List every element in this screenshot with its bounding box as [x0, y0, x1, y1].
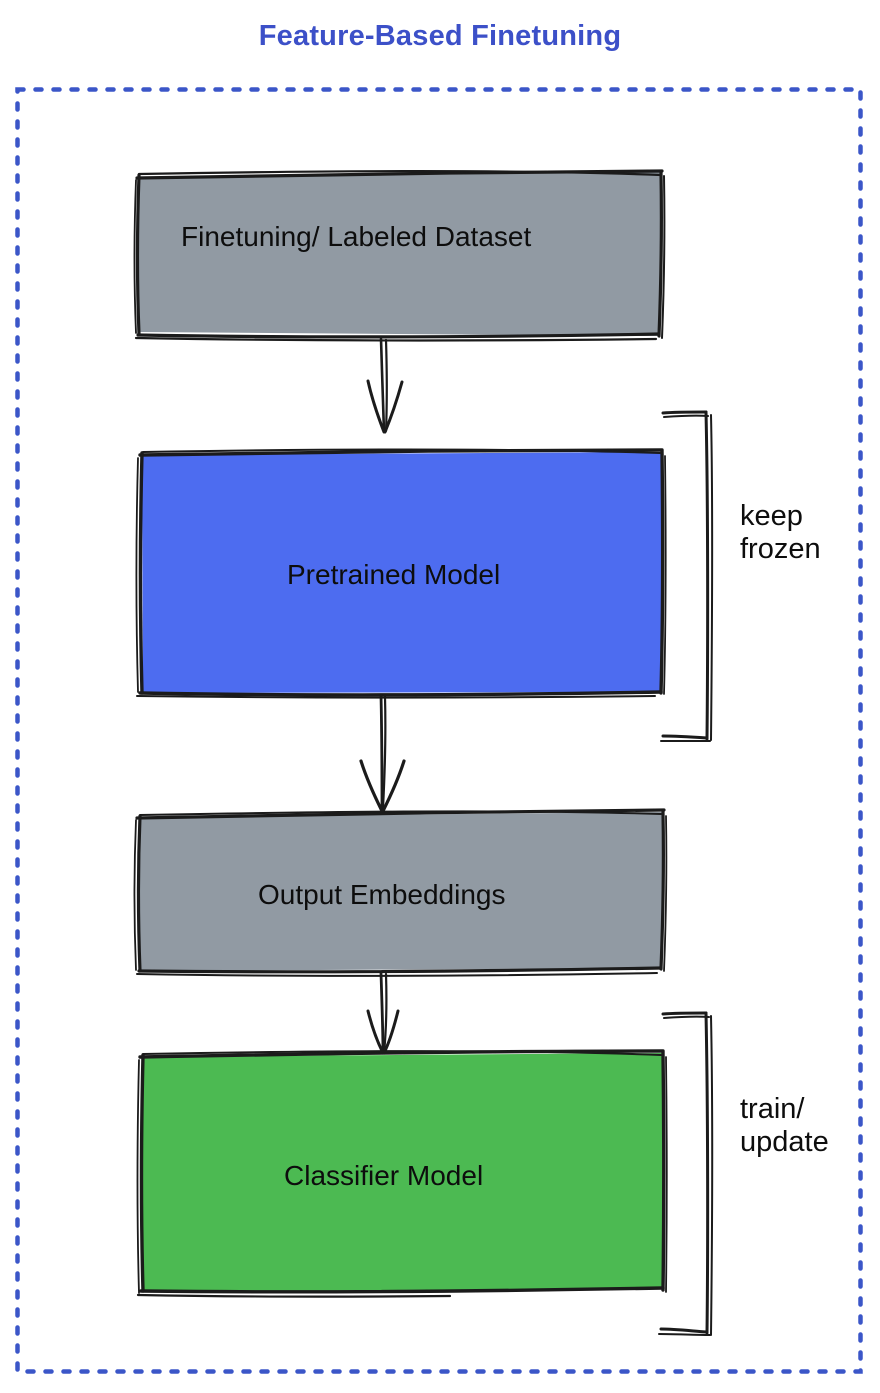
bracket-top-arm-2	[663, 414, 709, 418]
page-title: Feature-Based Finetuning	[258, 20, 622, 52]
node-outline-h	[133, 179, 137, 334]
node-outline-d	[661, 175, 666, 339]
bracket-top-arm	[661, 1011, 708, 1016]
dashed-frame	[15, 87, 863, 1374]
node-outline-h	[136, 1059, 140, 1294]
node-classifier-model[interactable]	[136, 1049, 668, 1298]
node-outline-a	[138, 448, 664, 457]
node-outline-f	[136, 695, 656, 699]
node-fill	[142, 452, 661, 693]
node-outline-d	[663, 815, 668, 972]
node-outline-h	[135, 457, 139, 693]
arrow-shaft	[379, 337, 386, 434]
node-outline-b	[139, 810, 662, 816]
node-outline-b	[142, 448, 661, 454]
annotation-keep-frozen-line1: keep	[740, 500, 803, 532]
annotation-keep-frozen-line2: frozen	[740, 533, 821, 566]
edge-dataset-to-pretrained	[366, 337, 404, 434]
node-outline-f	[134, 336, 658, 342]
annotation-keep-frozen: keep frozen	[740, 500, 821, 566]
annotation-train-update: train/ update	[740, 1093, 829, 1159]
node-outline-h	[133, 819, 137, 971]
node-outline-c	[659, 449, 665, 695]
node-outline-e	[136, 332, 661, 339]
node-label-finetuning-dataset: Finetuning/ Labeled Dataset	[181, 221, 532, 252]
arrow-head-left	[366, 379, 386, 434]
node-outline-f	[136, 972, 658, 977]
node-outline-e	[139, 1286, 665, 1294]
bracket-bottom-arm-2	[658, 1333, 711, 1336]
bracket-keep-frozen	[660, 410, 714, 742]
annotation-train-update-line2: update	[740, 1126, 829, 1159]
node-label-pretrained-model: Pretrained Model	[287, 559, 501, 590]
node-output-embeddings[interactable]	[133, 808, 668, 977]
arrow-shaft-2	[384, 338, 388, 433]
node-outline-c	[661, 1050, 666, 1292]
bracket-spine-2	[710, 414, 714, 741]
bracket-top-arm-2	[663, 1015, 710, 1019]
node-label-classifier-model: Classifier Model	[284, 1160, 484, 1191]
bracket-spine	[704, 1011, 710, 1335]
node-outline-c	[659, 810, 665, 971]
bracket-bottom-arm	[661, 734, 709, 740]
node-outline-e	[137, 966, 663, 974]
node-fill	[142, 1053, 663, 1292]
annotation-train-update-line1: train/	[740, 1093, 805, 1125]
node-outline-d	[665, 1056, 668, 1293]
node-outline-b	[137, 170, 663, 177]
node-outline-d	[663, 455, 667, 695]
node-outline-b	[142, 1050, 662, 1056]
arrow-head-right	[383, 380, 404, 434]
node-outline-f	[136, 1293, 452, 1298]
node-outline-a	[138, 1049, 665, 1059]
node-outline-g	[138, 451, 144, 695]
node-fill	[140, 812, 663, 971]
bracket-top-arm	[661, 410, 708, 415]
node-outline-g	[135, 173, 141, 336]
bracket-train-update	[658, 1011, 714, 1336]
node-outline-c	[657, 170, 663, 338]
arrow-head-right	[381, 759, 406, 813]
node-pretrained-model[interactable]	[135, 448, 667, 699]
arrow-shaft-2	[381, 695, 387, 810]
arrow-head-left	[359, 759, 384, 813]
arrow-head-left	[366, 1009, 385, 1055]
bracket-bottom-arm	[659, 1327, 709, 1334]
node-outline-g	[136, 814, 142, 973]
edge-pretrained-to-embeddings	[359, 693, 406, 813]
node-finetuning-dataset[interactable]	[133, 169, 666, 342]
node-outline-a	[135, 169, 664, 180]
node-label-output-embeddings: Output Embeddings	[258, 879, 506, 910]
arrow-shaft	[379, 693, 384, 812]
arrow-shaft-2	[382, 972, 388, 1055]
node-outline-a	[135, 808, 666, 820]
node-outline-e	[138, 690, 663, 697]
bracket-spine	[704, 410, 710, 741]
arrow-shaft	[379, 971, 385, 1055]
edge-embeddings-to-classifier	[366, 971, 400, 1055]
node-outline-g	[139, 1053, 145, 1293]
node-fill	[139, 172, 661, 336]
bracket-spine-2	[710, 1015, 714, 1336]
